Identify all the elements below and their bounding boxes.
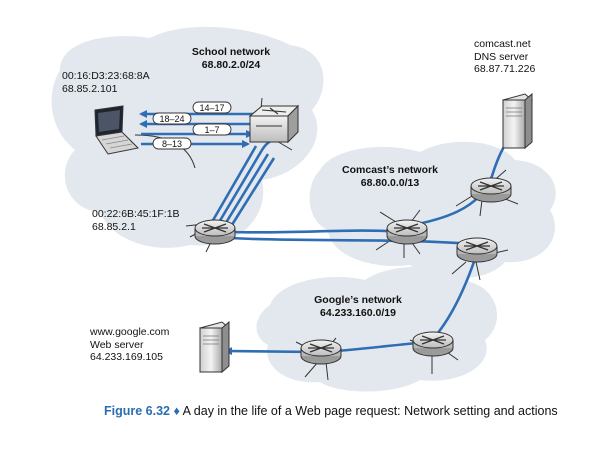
comcast-network-label: Comcast’s network 68.80.0.0/13	[330, 164, 450, 189]
dns-server-label: comcast.net DNS server 68.87.71.226	[474, 38, 535, 76]
google-network-label: Google’s network 64.233.160.0/19	[298, 294, 418, 319]
laptop-address-label: 00:16:D3:23:68:8A 68.85.2.101	[62, 70, 150, 95]
web-server-role: Web server	[90, 338, 144, 351]
google-network-cloud	[256, 266, 497, 392]
caption-text: A day in the life of a Web page request:…	[182, 404, 558, 418]
web-server-label: www.google.com Web server 64.233.169.105	[90, 326, 169, 364]
google-router-right-icon	[412, 331, 454, 357]
google-network-name: Google’s network	[314, 294, 402, 306]
google-router-left-icon	[300, 339, 342, 365]
school-network-cloud	[51, 26, 324, 248]
comcast-network-subnet: 68.80.0.0/13	[360, 176, 420, 189]
web-server-domain: www.google.com	[90, 326, 170, 338]
school-switch-icon	[248, 104, 300, 144]
figure-caption: Figure 6.32 ♦ A day in the life of a Web…	[104, 404, 574, 419]
laptop-ip: 68.85.2.101	[62, 82, 118, 95]
step-label-text: 14–17	[199, 103, 224, 113]
laptop-icon	[94, 105, 140, 155]
comcast-router-bottom-icon	[456, 237, 498, 263]
dns-server-icon	[501, 92, 534, 150]
school-network-label: School network 68.80.2.0/24	[176, 46, 286, 71]
step-label-text: 18–24	[159, 114, 184, 124]
step-label-text: 8–13	[162, 139, 182, 149]
gateway-router-address-label: 00:22:6B:45:1F:1B 68.85.2.1	[92, 208, 180, 233]
dns-server-role: DNS server	[474, 50, 529, 63]
gateway-router-ip: 68.85.2.1	[92, 220, 136, 233]
comcast-router-top-icon	[470, 177, 512, 203]
dns-server-ip: 68.87.71.226	[474, 63, 536, 75]
step-label-text: 1–7	[204, 125, 219, 135]
gateway-router-mac: 00:22:6B:45:1F:1B	[92, 208, 180, 220]
step-label-pills: 14–17 18–24 1–7 8–13	[152, 101, 232, 150]
comcast-network-cloud	[309, 141, 556, 279]
step-label-18-24: 18–24	[152, 112, 192, 125]
figure-number: Figure 6.32	[104, 404, 170, 418]
gateway-router-icon	[194, 219, 236, 245]
dns-server-domain: comcast.net	[474, 38, 531, 50]
google-network-subnet: 64.233.160.0/19	[320, 306, 396, 319]
step-label-1-7: 1–7	[192, 123, 232, 136]
web-server-icon	[198, 320, 231, 374]
web-server-ip: 64.233.169.105	[90, 351, 163, 363]
comcast-network-name: Comcast’s network	[342, 164, 438, 176]
comcast-router-left-icon	[386, 219, 428, 245]
laptop-mac: 00:16:D3:23:68:8A	[62, 70, 150, 82]
school-network-subnet: 68.80.2.0/24	[201, 58, 261, 71]
step-label-14-17: 14–17	[192, 101, 232, 114]
step-label-8-13: 8–13	[152, 137, 192, 150]
school-network-name: School network	[191, 46, 271, 58]
caption-separator-icon: ♦	[173, 404, 180, 418]
